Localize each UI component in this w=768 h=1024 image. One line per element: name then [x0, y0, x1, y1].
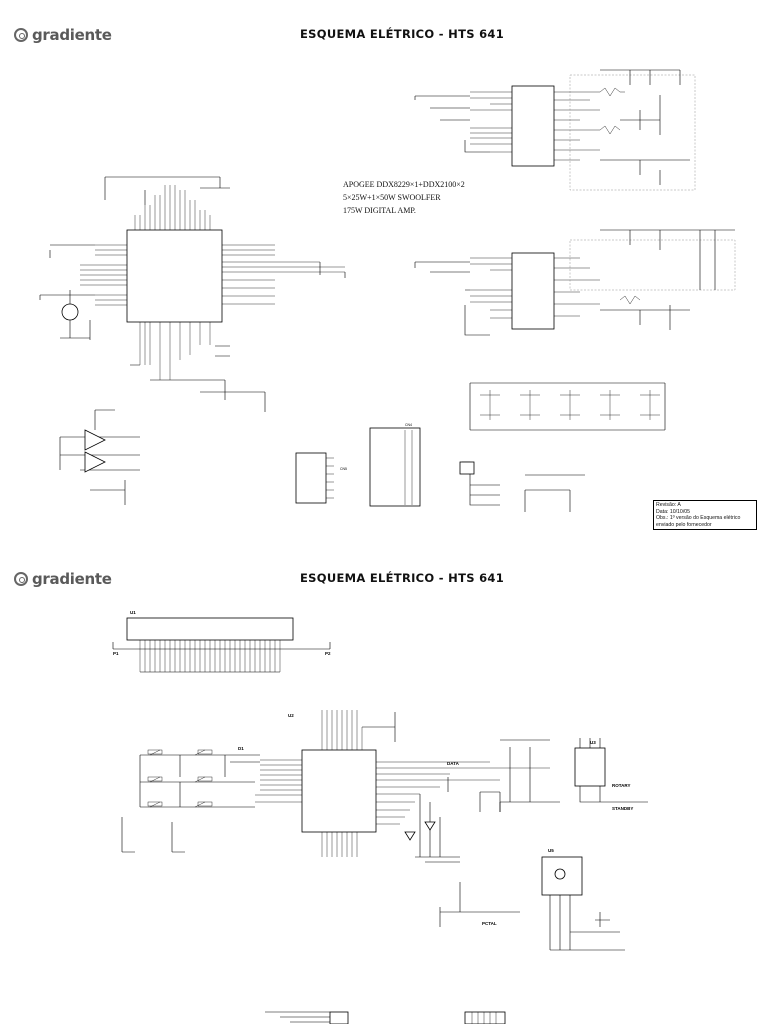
amp-note-line-1: APOGEE DDX8229×1+DDX2100×2: [343, 180, 465, 189]
connector-bottom-1: [329, 1011, 349, 1024]
mcu-pins-bottom: [321, 832, 358, 857]
brand-logo-2: gradiente: [14, 570, 112, 588]
label-pcontrol: PCTAL: [482, 921, 497, 926]
brand-name-2: gradiente: [32, 570, 112, 588]
switch-matrix: [147, 749, 213, 808]
sheet-1-title: ESQUEMA ELÉTRICO - HTS 641: [300, 27, 505, 41]
ddx8229-chip: [126, 229, 223, 323]
sheet-2-schematic: U1 P1 P2 U2 U3 U5 D1 DATA ROTARY STANDBY…: [112, 610, 648, 1024]
label-rotary: ROTARY: [612, 783, 631, 788]
revision-label: Revisão: A: [656, 502, 681, 508]
revision-obs: Obs.: 1º versão do Esquema elétrico: [656, 515, 741, 521]
label-data: DATA: [447, 761, 460, 766]
brand-name: gradiente: [32, 26, 112, 44]
amp-note-line-2: 5×25W+1×50W SWOOLFER: [343, 193, 441, 202]
amp-note-line-3: 175W DIGITAL AMP.: [343, 206, 416, 215]
label-u3: U3: [590, 740, 596, 745]
mcu-pins-right: [376, 761, 550, 825]
svg-text:CN5: CN5: [340, 467, 347, 471]
vfd-pins: [139, 640, 281, 672]
sheet-2-title: ESQUEMA ELÉTRICO - HTS 641: [300, 571, 505, 585]
ddx2100-amp-1: [511, 85, 555, 167]
revision-obs-cont: enviado pelo fornecedor: [656, 521, 712, 528]
dsp-pins-top: [134, 185, 211, 230]
dsp-pins-left: [80, 244, 127, 306]
vfd-display-u1: [126, 617, 294, 641]
label-d1: D1: [238, 746, 244, 751]
ddx2100-amp-2: [511, 252, 555, 330]
label-p2: P2: [325, 651, 331, 656]
dsp-pins-bottom: [139, 322, 211, 380]
label-u2: U2: [288, 713, 294, 718]
label-u5: U5: [548, 848, 554, 853]
svg-text:CN4: CN4: [405, 423, 412, 427]
label-p1: P1: [113, 651, 119, 656]
mcu-pins-left: [255, 759, 302, 803]
dsp-pins-right: [222, 244, 345, 305]
connector-cn5: [295, 452, 327, 504]
label-u1: U1: [130, 610, 136, 615]
connector-bottom-2: [464, 1011, 506, 1024]
mcu-u2: [301, 749, 377, 833]
revision-box: Revisão: A Data: 10/10/05 Obs.: 1º versã…: [653, 500, 757, 530]
gradiente-logo-icon: [14, 572, 28, 586]
connector-cn4: [369, 427, 421, 507]
mcu-pins-top: [321, 710, 363, 750]
rotary-encoder-u3: [574, 747, 606, 787]
schematic-sheet-2: gradiente ESQUEMA ELÉTRICO - HTS 641: [0, 512, 768, 1024]
label-standby: STANDBY: [612, 806, 633, 811]
gradiente-logo-icon: [14, 28, 28, 42]
schematic-sheet-1: gradiente ESQUEMA ELÉTRICO - HTS 641: [14, 26, 757, 530]
sheet-1-schematic: CN5 CN4: [39, 69, 736, 512]
brand-logo: gradiente: [14, 26, 112, 44]
revision-date: Data: 10/10/05: [656, 508, 691, 515]
amp-specification-note: APOGEE DDX8229×1+DDX2100×2 5×25W+1×50W S…: [343, 178, 465, 217]
